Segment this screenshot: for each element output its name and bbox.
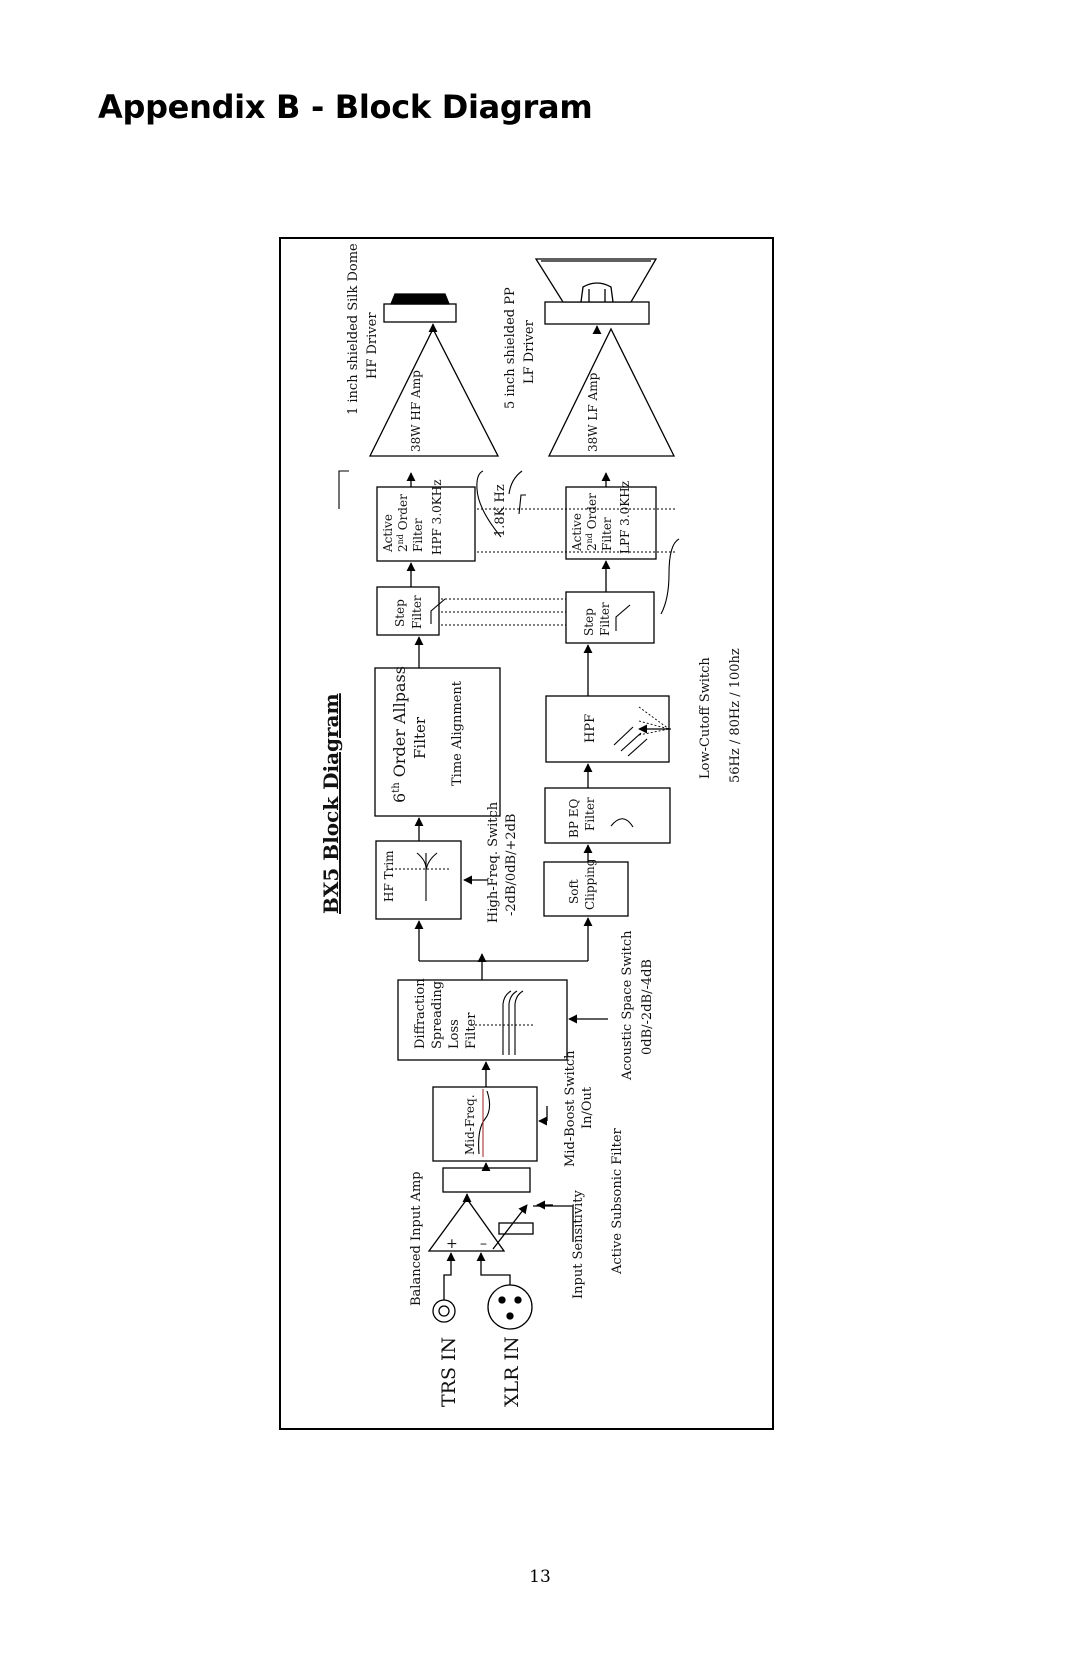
allpass-label-line1: 6th Order Allpass (390, 666, 409, 803)
allpass-order-number: 6 (390, 793, 409, 803)
allpass-order-suffix: th (391, 782, 402, 793)
bp-eq-line2: Filter (583, 797, 597, 831)
diffraction-line3: Loss (447, 1019, 462, 1049)
lf-crossover-line4: LPF 3.0KHz (618, 481, 632, 554)
diffraction-line1: Diffraction (413, 978, 428, 1049)
lf-amp-label: 38W LF Amp (586, 372, 600, 452)
bp-eq-line1: BP EQ (567, 799, 581, 838)
allpass-label-line2: Filter (411, 716, 429, 759)
hf-crossover-order-word: Order (396, 494, 410, 534)
soft-clipping-block (543, 861, 629, 917)
mid-freq-block (432, 1086, 538, 1162)
hf-crossover-line2: 2nd Order (396, 494, 410, 552)
diffraction-line4: Filter (464, 1012, 479, 1049)
balanced-input-amp (427, 1197, 506, 1252)
input-sensitivity-label: Input Sensitivity (571, 1190, 586, 1299)
mid-boost-label: Mid-Boost Switch (563, 1050, 578, 1167)
page-number: 13 (529, 1567, 551, 1587)
allpass-filter-block (374, 667, 501, 817)
xlr-in-label: XLR IN (501, 1336, 523, 1407)
acoustic-space-options: 0dB/-2dB/-4dB (640, 959, 655, 1055)
amp-minus-sign: – (480, 1236, 487, 1252)
lf-step-filter-line1: Step (582, 608, 596, 636)
hf-amp (368, 327, 500, 457)
hf-crossover-order-suffix: nd (396, 534, 405, 544)
hf-trim-label: HF Trim (382, 850, 396, 902)
lf-step-filter-line2: Filter (598, 602, 612, 636)
diagram-title: BX5 Block Diagram (319, 693, 343, 914)
lf-crossover-block (565, 486, 657, 560)
hf-step-filter-line2: Filter (410, 595, 424, 629)
hf-crossover-line4: HPF 3.0KHz (430, 479, 444, 555)
hf-crossover-order-number: 2 (396, 544, 410, 552)
lf-crossover-line3: Filter (600, 517, 614, 551)
allpass-title: Order Allpass (390, 666, 409, 782)
low-cutoff-options: 56Hz / 80Hz / 100hz (728, 648, 743, 783)
lf-amp (547, 327, 676, 457)
lf-crossover-order-suffix: nd (585, 533, 594, 543)
bp-eq-block (544, 787, 671, 844)
lf-crossover-line1: Active (570, 513, 584, 552)
hf-crossover-line1: Active (381, 514, 395, 553)
diffraction-filter-block (397, 979, 568, 1061)
hf-step-filter-line1: Step (393, 599, 407, 627)
soft-clipping-line2: Clipping (583, 858, 597, 910)
bx5-block-diagram: BX5 Block Diagram TRS IN XLR IN Balanced… (319, 243, 743, 1407)
diagram-frame: BX5 Block Diagram TRS IN XLR IN Balanced… (279, 237, 774, 1430)
lf-step-filter-block (565, 591, 655, 644)
crossover-point-label: 1.8K Hz (493, 484, 508, 537)
lf-crossover-line2: 2nd Order (585, 493, 599, 551)
hpf-label: HPF (583, 714, 598, 743)
mid-boost-options: In/Out (580, 1086, 595, 1129)
low-cutoff-label: Low-Cutoff Switch (698, 657, 713, 779)
lf-driver-label: 5 inch shielded PP (503, 287, 518, 409)
hf-crossover-block (376, 486, 476, 562)
subsonic-filter-label: Active Subsonic Filter (610, 1127, 625, 1275)
hf-crossover-line3: Filter (411, 518, 425, 552)
trs-jack-icon (432, 1299, 456, 1323)
hf-driver-sublabel: HF Driver (365, 312, 380, 379)
mid-freq-label: Mid-Freq. (463, 1094, 477, 1155)
soft-clipping-line1: Soft (567, 879, 581, 904)
hf-amp-label: 38W HF Amp (409, 370, 423, 452)
hf-step-filter-block (376, 586, 440, 636)
trs-in-label: TRS IN (438, 1337, 460, 1407)
lf-driver-icon (534, 258, 658, 325)
lf-crossover-order-word: Order (585, 493, 599, 533)
lf-crossover-order-number: 2 (585, 543, 599, 551)
lf-driver-sublabel: LF Driver (522, 319, 537, 384)
allpass-label-line3: Time Alignment (450, 680, 465, 786)
page-heading: Appendix B - Block Diagram (98, 88, 593, 126)
hf-driver-label: 1 inch shielded Silk Dome (346, 243, 361, 415)
amp-plus-sign: + (446, 1236, 458, 1252)
high-freq-switch-label: High-Freq. Switch (486, 801, 501, 923)
high-freq-switch-options: -2dB/0dB/+2dB (504, 814, 519, 916)
hf-driver-icon (383, 293, 457, 323)
acoustic-space-label: Acoustic Space Switch (620, 930, 635, 1081)
xlr-jack-icon (487, 1284, 533, 1330)
input-amp-label: Balanced Input Amp (409, 1171, 424, 1306)
subsonic-filter-block (442, 1167, 531, 1193)
diffraction-line2: Spreading (430, 981, 445, 1049)
